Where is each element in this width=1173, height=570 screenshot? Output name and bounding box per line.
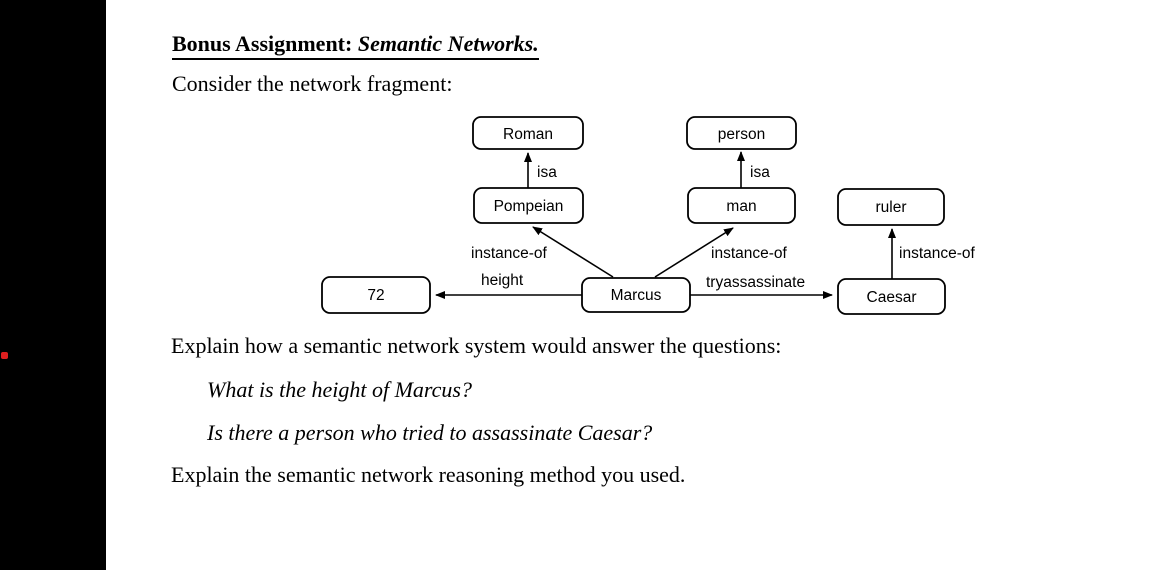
intro-line: Consider the network fragment: <box>172 71 453 96</box>
assignment-title: Bonus Assignment: Semantic Networks. <box>172 31 539 61</box>
red-annotation-dot <box>1 352 8 359</box>
body-line-explain-method: Explain the semantic network reasoning m… <box>171 462 686 487</box>
title-emphasis: Semantic Networks. <box>357 31 539 56</box>
question-assassinate-caesar: Is there a person who tried to assassina… <box>207 420 653 445</box>
viewer-black-margin <box>0 0 106 570</box>
title-prefix: Bonus Assignment: <box>172 31 358 56</box>
body-line-explain-answer: Explain how a semantic network system wo… <box>171 333 782 358</box>
document-page: Bonus Assignment: Semantic Networks. Con… <box>106 0 1173 570</box>
question-height-of-marcus: What is the height of Marcus? <box>207 377 472 402</box>
